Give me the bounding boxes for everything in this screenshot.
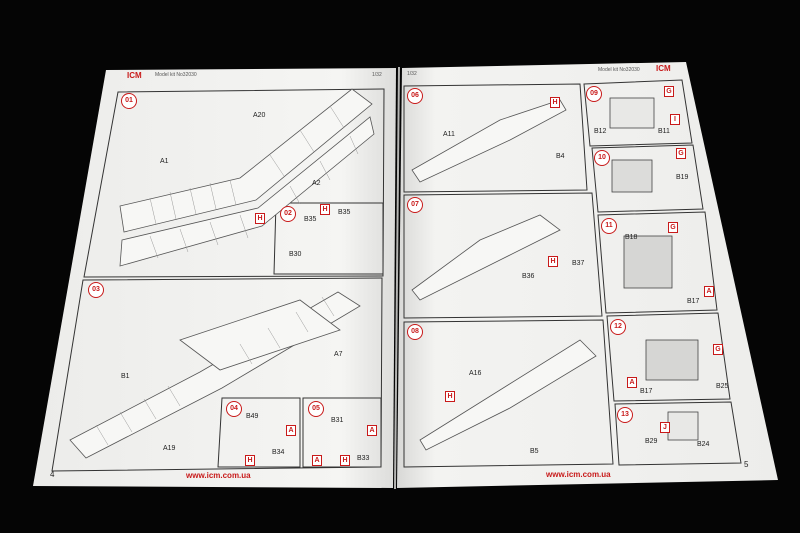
right-header-scale: 1/32 (407, 71, 417, 77)
decal-tag: A (704, 286, 714, 297)
step-08-badge: 08 (407, 324, 423, 340)
decal-tag: H (320, 204, 330, 215)
step-10-badge: 10 (594, 150, 610, 166)
left-footer-url: www.icm.com.ua (186, 471, 251, 480)
part-label: A11 (443, 131, 455, 138)
right-footer-url: www.icm.com.ua (546, 470, 611, 479)
left-panels (51, 88, 385, 472)
part-label: B34 (272, 449, 285, 456)
part-label: B30 (289, 251, 302, 258)
part-label: B17 (687, 298, 700, 305)
brand-logo-right: ICM (656, 64, 671, 73)
spine-fold (394, 66, 400, 490)
step-09-badge: 09 (586, 86, 602, 102)
decal-tag: H (548, 256, 558, 267)
part-label: B35 (304, 216, 317, 223)
engine-drawings (609, 97, 699, 441)
step-03-badge: 03 (88, 282, 104, 298)
step11-frame (597, 211, 718, 314)
part-label: A19 (163, 445, 176, 452)
left-header-scale: 1/32 (372, 72, 382, 78)
part-label: B36 (522, 273, 535, 280)
step-02-badge: 02 (280, 206, 296, 222)
right-panels (403, 79, 742, 468)
part-label: B4 (556, 153, 565, 160)
fuselage-drawings (411, 99, 597, 451)
step05-frame (302, 397, 382, 468)
part-label: B17 (640, 388, 653, 395)
right-page (397, 62, 778, 488)
part-label: B37 (572, 260, 585, 267)
part-label: B29 (645, 438, 658, 445)
left-page-number: 4 (50, 470, 55, 479)
decal-tag: H (550, 97, 560, 108)
step06-frame (403, 83, 588, 193)
step-12-badge: 12 (610, 319, 626, 335)
decal-tag: H (445, 391, 455, 402)
step-05-badge: 05 (308, 401, 324, 417)
lower-wing-drawing (69, 291, 361, 459)
decal-tag: J (660, 422, 670, 433)
step13-frame (614, 401, 742, 466)
part-label: B33 (357, 455, 370, 462)
part-label: B49 (246, 413, 259, 420)
upper-wing-drawing (119, 88, 375, 267)
part-label: B24 (697, 441, 710, 448)
step12-frame (606, 312, 731, 402)
part-label: B12 (594, 128, 607, 135)
part-label: A7 (334, 351, 343, 358)
decal-tag: H (340, 455, 350, 466)
step09-frame (583, 79, 693, 147)
decal-tag: A (312, 455, 322, 466)
part-label: B19 (676, 174, 689, 181)
part-label: B5 (530, 448, 539, 455)
step08-frame (403, 319, 614, 468)
part-label: B11 (658, 128, 670, 135)
decal-tag: G (676, 148, 686, 159)
step-01-badge: 01 (121, 93, 137, 109)
part-label: B1 (121, 373, 130, 380)
decal-tag: A (286, 425, 296, 436)
part-label: B25 (716, 383, 729, 390)
decal-tag: I (670, 114, 680, 125)
left-header-model: Model kit No32030 (155, 72, 197, 78)
part-label: A1 (160, 158, 169, 165)
step04-frame (217, 397, 301, 468)
decal-tag: A (367, 425, 377, 436)
step-13-badge: 13 (617, 407, 633, 423)
decal-tag: G (713, 344, 723, 355)
step-11-badge: 11 (601, 218, 617, 234)
brand-logo-left: ICM (127, 71, 142, 80)
step07-frame (403, 192, 603, 319)
step-07-badge: 07 (407, 197, 423, 213)
part-label: A2 (312, 180, 321, 187)
step-04-badge: 04 (226, 401, 242, 417)
step01-frame (83, 88, 385, 278)
decal-tag: H (245, 455, 255, 466)
decal-tag: H (255, 213, 265, 224)
decal-tag: A (627, 377, 637, 388)
part-label: B31 (331, 417, 344, 424)
step02-frame (273, 202, 384, 275)
step10-frame (591, 144, 704, 213)
part-label: B35 (338, 209, 351, 216)
right-header-model: Model kit No32030 (598, 67, 640, 73)
part-label: A20 (253, 112, 266, 119)
step-06-badge: 06 (407, 88, 423, 104)
part-label: A16 (469, 370, 482, 377)
part-label: B18 (625, 234, 638, 241)
decal-tag: G (664, 86, 674, 97)
decal-tag: G (668, 222, 678, 233)
right-page-number: 5 (744, 460, 749, 469)
